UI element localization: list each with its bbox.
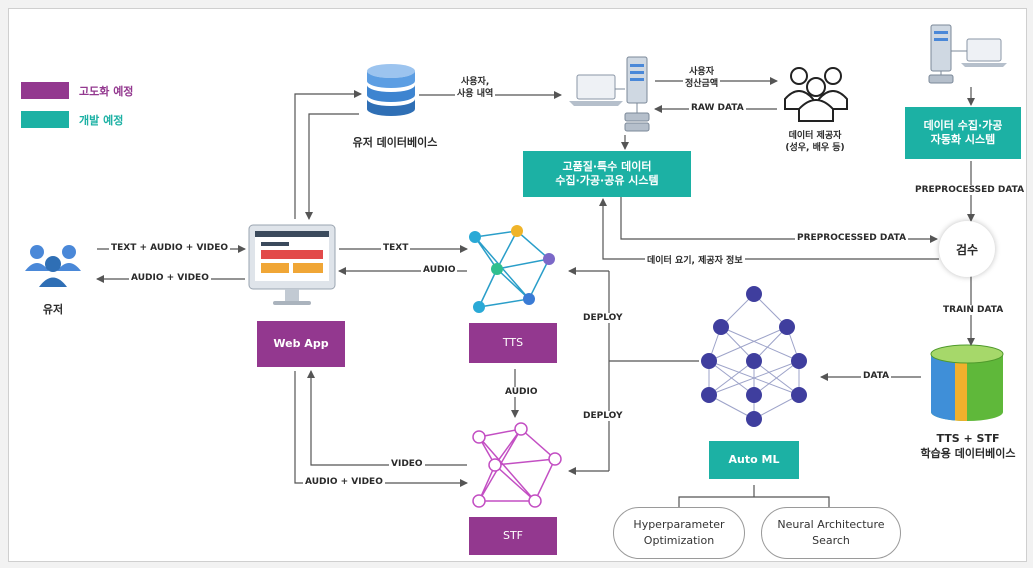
network-neuron xyxy=(746,286,762,302)
network-edge xyxy=(708,326,788,362)
users-icon xyxy=(25,245,81,287)
network-neuron xyxy=(791,353,807,369)
legend-swatch-develop xyxy=(21,111,69,128)
neural-network-icon xyxy=(472,422,562,508)
network-neuron xyxy=(746,387,762,403)
nas-pill[interactable]: Neural Architecture Search xyxy=(761,507,901,559)
network-neuron xyxy=(779,319,795,335)
train-db-label: TTS + STF 학습용 데이터베이스 xyxy=(920,432,1016,460)
edge-label-train-to-ml: DATA xyxy=(861,371,892,381)
edge-label-inspection-to-hq: PREPROCESSED DATA xyxy=(795,233,909,243)
network-neuron xyxy=(701,387,717,403)
provider-label: 데이터 제공자 (성우, 배우 등) xyxy=(785,131,845,153)
diagram-svg xyxy=(25,24,1007,509)
network-edge xyxy=(720,326,800,362)
tts-box[interactable]: TTS xyxy=(469,323,557,363)
network-neuron xyxy=(701,353,717,369)
edge-label-user-to-app: TEXT + AUDIO + VIDEO xyxy=(109,243,231,253)
people-group-icon xyxy=(784,67,848,122)
user-label: 유저 xyxy=(42,303,64,316)
diagram-canvas: 고도화 예정 개발 예정 유저 유저 데이터베이스 데이터 제공자 (성우, 배… xyxy=(8,8,1027,562)
network-edge xyxy=(708,394,755,420)
auto-system-box[interactable]: 데이터 수집·가공 자동화 시스템 xyxy=(905,107,1021,159)
network-edge xyxy=(708,360,800,396)
neural-network-icon xyxy=(469,225,555,313)
edge-label-auto-to-inspection: PREPROCESSED DATA xyxy=(913,185,1027,195)
inspection-node[interactable]: 검수 xyxy=(939,221,995,277)
network-neuron xyxy=(713,319,729,335)
auto-ml-box[interactable]: Auto ML xyxy=(709,441,799,479)
edge-label-inspection-to-train: TRAIN DATA xyxy=(941,305,1006,315)
edge-label-hq-to-inspection: 데이터 요기, 제공자 정보 xyxy=(645,253,745,266)
network-neuron xyxy=(746,353,762,369)
hpo-pill[interactable]: Hyperparameter Optimization xyxy=(613,507,745,559)
stacked-database-icon xyxy=(930,344,1004,422)
edge-label-provider-to-system: RAW DATA xyxy=(689,103,746,113)
user-db-label: 유저 데이터베이스 xyxy=(352,136,438,149)
neural-network-icon xyxy=(701,286,807,427)
database-icon xyxy=(367,64,415,116)
browser-monitor-icon xyxy=(248,224,336,305)
edge-label-tts-to-stf: AUDIO xyxy=(503,387,540,397)
legend-label-develop: 개발 예정 xyxy=(79,114,124,127)
edge-label-tts-to-app: AUDIO xyxy=(421,265,458,275)
network-edge xyxy=(708,360,755,396)
network-neuron xyxy=(746,411,762,427)
network-edge xyxy=(753,394,800,420)
edge-label-deploy-stf: DEPLOY xyxy=(581,411,625,421)
edge-label-db-to-system: 사용자, 사용 내역 xyxy=(455,77,496,101)
edge-label-app-to-tts: TEXT xyxy=(381,243,411,253)
edge-label-stf-to-app: VIDEO xyxy=(389,459,425,469)
legend-swatch-upgrade xyxy=(21,82,69,99)
laptop-server-icon xyxy=(569,56,650,132)
legend-label-upgrade: 고도화 예정 xyxy=(79,85,134,98)
edge-label-app-to-stf: AUDIO + VIDEO xyxy=(303,477,385,487)
edge-label-system-to-provider: 사용자 정산금액 xyxy=(683,67,721,91)
hq-system-box[interactable]: 고품질·특수 데이터 수집·가공·공유 시스템 xyxy=(523,151,691,197)
network-neuron xyxy=(791,387,807,403)
network-edge xyxy=(753,360,800,396)
stf-box[interactable]: STF xyxy=(469,517,557,555)
edge-label-deploy-tts: DEPLOY xyxy=(581,313,625,323)
laptop-server-icon xyxy=(928,24,1007,84)
web-app-box[interactable]: Web App xyxy=(257,321,345,367)
edge-label-app-to-user: AUDIO + VIDEO xyxy=(129,273,211,283)
